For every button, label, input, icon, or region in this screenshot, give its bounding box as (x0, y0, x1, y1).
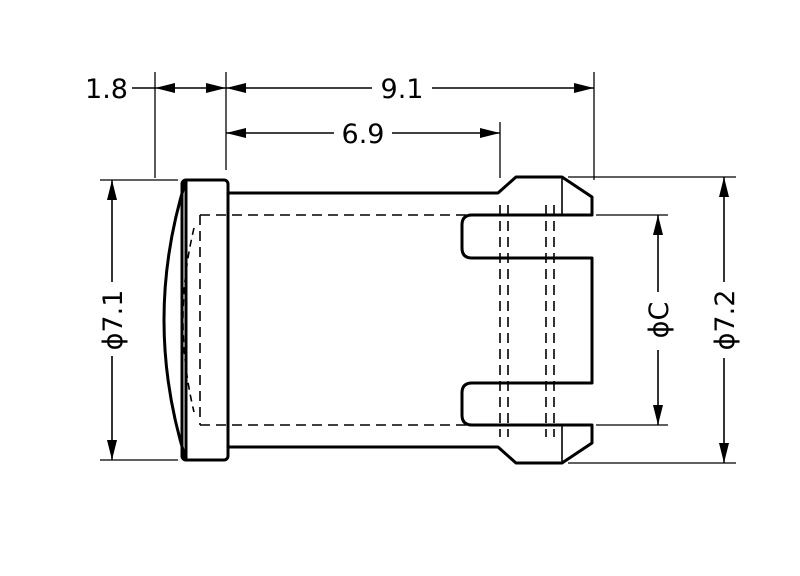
hidden-lines (199, 205, 592, 437)
extension-lines (100, 72, 736, 464)
flange (180, 178, 230, 462)
dim-tip-diameter-label: ϕ7.2 (710, 290, 741, 351)
dim-body-length: 6.9 (226, 119, 500, 150)
dim-tip-diameter: ϕ7.2 (710, 177, 741, 463)
dim-flange-diameter-label: ϕ7.1 (98, 290, 129, 351)
body-outline (226, 175, 594, 465)
dim-inner-diameter-label: ϕC (644, 302, 675, 339)
dim-top-offset: 1.8 (85, 74, 226, 105)
lens-dome (162, 178, 188, 462)
dim-inner-diameter: ϕC (644, 215, 675, 425)
dim-flange-diameter: ϕ7.1 (98, 180, 129, 460)
dim-body-length-label: 6.9 (342, 119, 385, 150)
dim-top-offset-label: 1.8 (85, 74, 128, 105)
part-outline (162, 175, 594, 465)
dim-overall-length: 9.1 (226, 74, 594, 105)
dim-overall-length-label: 9.1 (381, 74, 424, 105)
